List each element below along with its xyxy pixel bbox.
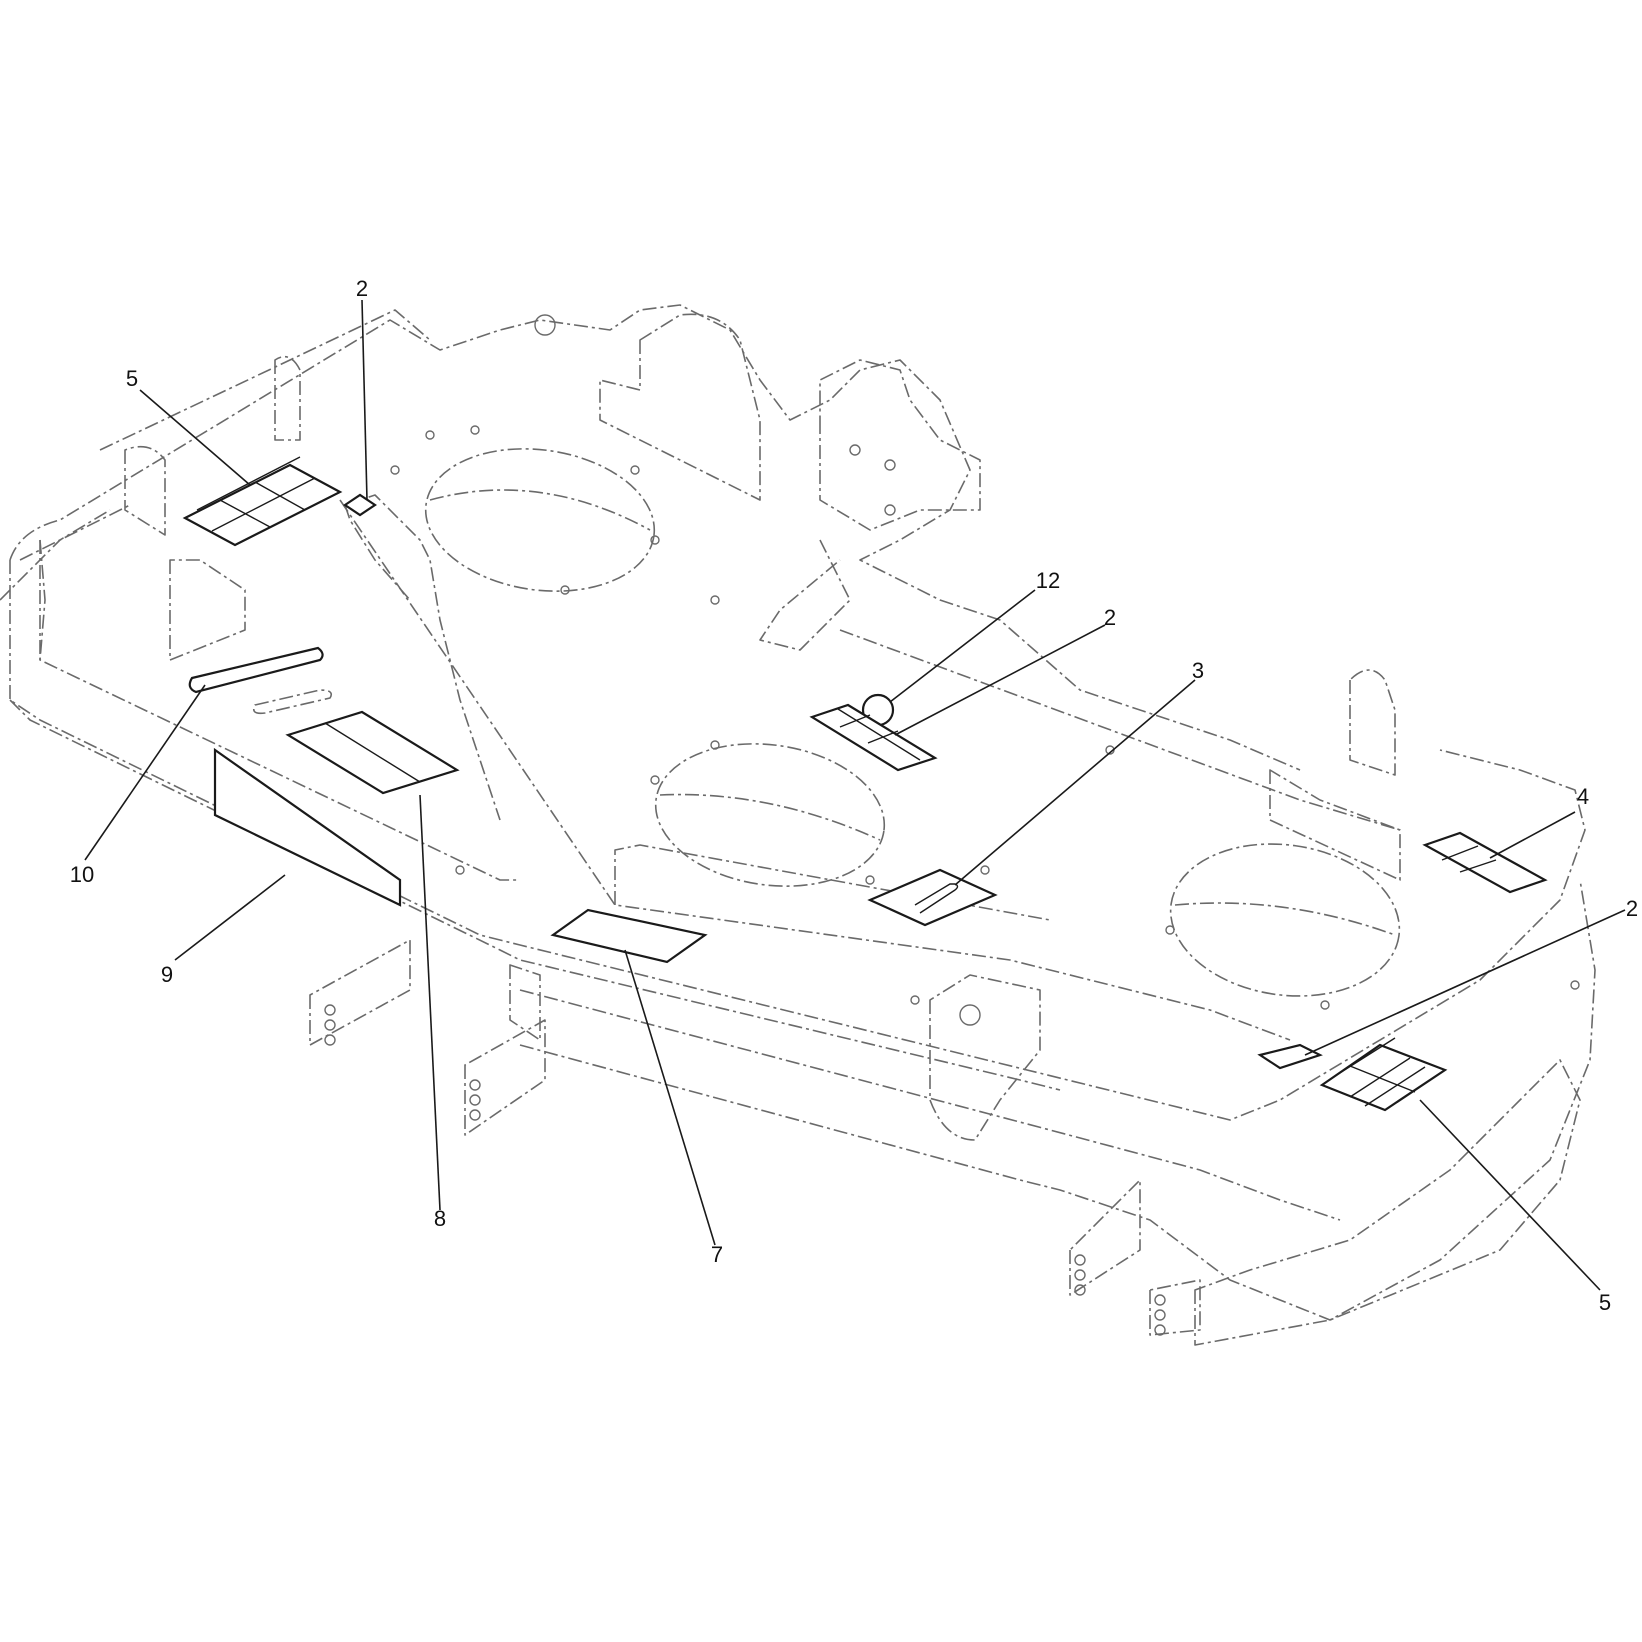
callout-9: 9 xyxy=(161,962,173,987)
decal-3 xyxy=(867,868,998,927)
decal-5-right xyxy=(1319,1037,1448,1112)
decal-7 xyxy=(550,908,708,964)
decal-10 xyxy=(188,646,324,694)
decal-8 xyxy=(285,710,460,795)
callout-5-right: 5 xyxy=(1599,1290,1611,1315)
mower-deck-outline xyxy=(0,304,1596,1346)
decal-5-left xyxy=(182,456,343,547)
callout-4: 4 xyxy=(1577,784,1589,809)
callout-8: 8 xyxy=(434,1206,446,1231)
decal-2-top xyxy=(343,493,377,517)
decals xyxy=(182,456,1548,1112)
decal-2-right xyxy=(1257,1043,1323,1070)
decal-9 xyxy=(213,747,402,907)
callout-2-mid: 2 xyxy=(1104,605,1116,630)
decal-2-mid xyxy=(809,703,938,772)
callout-10: 10 xyxy=(70,862,94,887)
callout-7: 7 xyxy=(711,1242,723,1267)
decal-4 xyxy=(1422,831,1548,894)
callout-12: 12 xyxy=(1036,568,1060,593)
callout-2-right: 2 xyxy=(1626,896,1638,921)
leader-lines xyxy=(84,299,1626,1291)
callout-5-left: 5 xyxy=(126,366,138,391)
callout-3: 3 xyxy=(1192,658,1204,683)
callout-labels: 2 5 12 2 3 4 2 10 9 8 7 5 xyxy=(70,276,1638,1315)
callout-2-top: 2 xyxy=(356,276,368,301)
